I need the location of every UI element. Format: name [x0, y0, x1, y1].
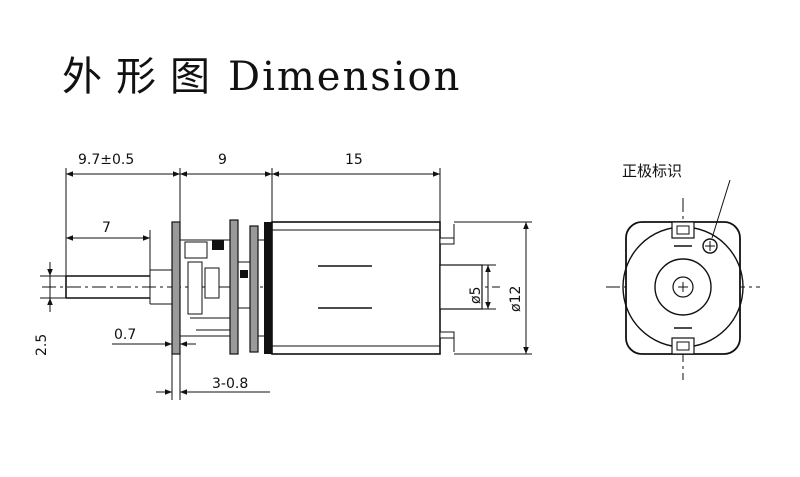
dim-shaft-flat: 7: [102, 220, 111, 236]
gearbox-plates: [229, 219, 272, 355]
title-english: Dimension: [228, 54, 462, 100]
gear-train: [184, 240, 251, 331]
dim-shaft-dia: 2.5: [34, 334, 50, 356]
dim-length-front: 9.7±0.5: [78, 152, 134, 168]
dim-plate: 0.7: [114, 327, 136, 343]
dim-motor: 15: [345, 152, 363, 168]
motor-body: [271, 221, 441, 355]
side-dimension-lines: [40, 168, 532, 400]
end-terminal-bottom: [671, 327, 695, 355]
end-terminal-top: [671, 221, 695, 247]
polarity-leader: [711, 179, 731, 239]
motor-terminals: [439, 224, 455, 352]
end-view: 正极标识 +: [606, 162, 760, 380]
dim-gearbox: 9: [218, 152, 227, 168]
side-view: 9.7±0.5 9 15 7 2.5 0.7 3-0.8 ø5 ø12: [34, 152, 532, 400]
end-boss-outer: [654, 258, 712, 316]
polarity-label: 正极标识: [622, 162, 682, 180]
rear-bearing-boss: [439, 264, 483, 310]
end-boss-inner: [672, 276, 694, 298]
dim-boss-dia: ø5: [468, 287, 484, 304]
output-shaft: [65, 269, 172, 305]
title-chinese: 外形图: [62, 54, 224, 100]
dim-plates: 3-0.8: [212, 376, 248, 392]
dim-body-dia: ø12: [508, 286, 524, 312]
